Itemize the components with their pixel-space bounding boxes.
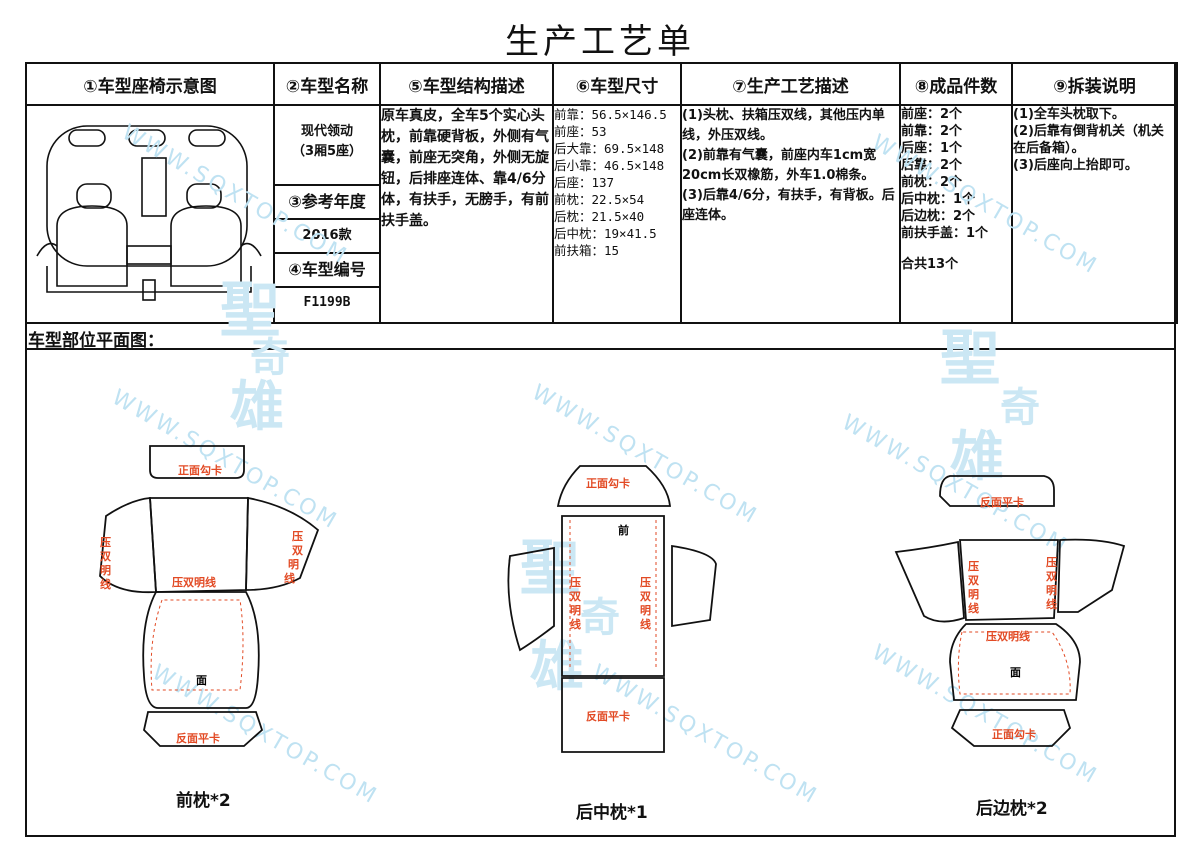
header-quantity: ⑧成品件数	[899, 62, 1013, 106]
seat-diagram-cell	[25, 104, 275, 324]
front-side-label-left: 压	[100, 535, 111, 549]
vehicle-info-cell: 现代领动 （3厢5座） ③参考年度 2016款 ④车型编号 F1199B	[273, 104, 381, 324]
size-item: 后枕：21.5×40	[554, 209, 645, 224]
side-pillow-pattern	[894, 475, 1126, 747]
section-label: 车型部位平面图：	[28, 331, 164, 351]
side-side-label-right: 压	[1046, 555, 1057, 569]
process-description: (1)头枕、扶箱压双线，其他压内单线，外压双线。 (2)前靠有气囊，前座内车1c…	[680, 104, 901, 324]
size-item: 前扶箱：15	[554, 243, 620, 258]
middle-bottom-label: 反面平卡	[586, 709, 630, 723]
quantity-item: 后靠：2个	[901, 158, 963, 173]
side-bottom-label: 正面勾卡	[992, 727, 1036, 741]
header-process: ⑦生产工艺描述	[680, 62, 901, 106]
middle-side-label-left: 压	[570, 575, 581, 589]
front-pillow-caption: 前枕*2	[176, 791, 231, 811]
side-side-label-right: 明	[1046, 584, 1057, 597]
header-structure: ⑤车型结构描述	[379, 62, 554, 106]
side-side-label-right: 线	[1046, 597, 1057, 611]
front-side-label-right: 线	[284, 571, 295, 585]
process-step: (1)头枕、扶箱压双线，其他压内单线，外压双线。	[682, 108, 885, 143]
middle-side-label-left: 明	[570, 604, 581, 617]
ref-year-label: ③参考年度	[275, 186, 379, 220]
front-side-label-left: 明	[100, 564, 111, 577]
process-step: (2)前靠有气囊，前座内车1cm宽20cm长双橡筋，外车1.0棉条。	[682, 148, 877, 183]
middle-side-label-right: 双	[640, 590, 651, 603]
vehicle-code: F1199B	[303, 295, 351, 310]
logo-watermark: 雄	[530, 634, 584, 698]
quantity-item: 前枕：2个	[901, 175, 963, 190]
front-side-label-right: 压	[292, 529, 303, 543]
side-side-label-left: 线	[968, 601, 979, 615]
middle-top-label: 正面勾卡	[586, 476, 630, 490]
side-face-label: 面	[1010, 666, 1021, 679]
front-side-label-left: 线	[100, 577, 111, 591]
middle-side-label-left: 双	[570, 590, 581, 603]
logo-watermark: 雄	[950, 424, 1004, 488]
quantity-item: 前扶手盖：1个	[901, 226, 989, 241]
ref-year: 2016款	[275, 220, 379, 254]
quantity-total: 合共13个	[901, 257, 959, 272]
side-center-label: 压双明线	[986, 629, 1030, 643]
side-side-label-right: 双	[1046, 570, 1057, 583]
instruction-item: (3)后座向上抬即可。	[1013, 158, 1138, 173]
instruction-list: (1)全车头枕取下。 (2)后靠有倒背机关（机关在后备箱）。 (3)后座向上抬即…	[1011, 104, 1178, 324]
front-face-label: 面	[196, 674, 207, 687]
header-name: ②车型名称	[273, 62, 381, 106]
middle-side-label-right: 线	[640, 617, 651, 631]
side-top-label: 反面平卡	[980, 495, 1024, 509]
middle-front-label: 前	[618, 523, 629, 537]
size-item: 后中枕：19×41.5	[554, 226, 657, 241]
instruction-item: (2)后靠有倒背机关（机关在后备箱）。	[1013, 124, 1164, 156]
vehicle-name: 现代领动	[300, 124, 353, 139]
middle-side-label-left: 线	[570, 617, 581, 631]
info-table: ①车型座椅示意图 ②车型名称 ⑤车型结构描述 ⑥车型尺寸 ⑦生产工艺描述 ⑧成品…	[25, 62, 1178, 324]
process-step: (3)后靠4/6分，有扶手，有背板。后座连体。	[682, 188, 895, 223]
front-side-label-right: 双	[292, 544, 303, 557]
code-label: ④车型编号	[275, 254, 379, 288]
size-item: 前枕：22.5×54	[554, 192, 645, 207]
size-item: 前座：53	[554, 124, 607, 139]
quantity-item: 后边枕：2个	[901, 209, 976, 224]
middle-pillow-pattern	[507, 465, 717, 753]
front-top-label: 正面勾卡	[178, 463, 222, 477]
size-item: 后大靠：69.5×148	[554, 141, 665, 156]
front-center-label: 压双明线	[172, 575, 216, 589]
logo-watermark: 雄	[230, 374, 284, 438]
quantity-item: 前座：2个	[901, 107, 963, 122]
size-list: 前靠：56.5×146.5 前座：53 后大靠：69.5×148 后小靠：46.…	[552, 104, 682, 324]
quantity-item: 后座：1个	[901, 141, 963, 156]
quantity-item: 后中枕：1个	[901, 192, 976, 207]
vehicle-seats: （3厢5座）	[291, 144, 363, 159]
logo-watermark: 奇	[250, 334, 290, 381]
page-title: 生产工艺单	[505, 22, 695, 62]
size-item: 后座：137	[554, 175, 615, 190]
front-bottom-label: 反面平卡	[176, 731, 220, 745]
instruction-item: (1)全车头枕取下。	[1013, 107, 1125, 122]
front-side-label-left: 双	[100, 550, 111, 563]
size-item: 后小靠：46.5×148	[554, 158, 665, 173]
logo-watermark: 奇	[580, 594, 620, 641]
seat-diagram	[36, 125, 262, 301]
quantity-list: 前座：2个 前靠：2个 后座：1个 后靠：2个 前枕：2个 后中枕：1个 后边枕…	[899, 104, 1013, 324]
header-diagram: ①车型座椅示意图	[25, 62, 275, 106]
header-size: ⑥车型尺寸	[552, 62, 682, 106]
front-pillow-pattern	[99, 445, 320, 747]
side-side-label-left: 压	[968, 559, 979, 573]
logo-watermark: 聖	[940, 324, 1000, 394]
side-side-label-left: 明	[968, 588, 979, 601]
side-pillow-caption: 后边枕*2	[976, 799, 1048, 819]
size-item: 前靠：56.5×146.5	[554, 107, 667, 122]
header-instructions: ⑨拆装说明	[1011, 62, 1178, 106]
middle-side-label-right: 明	[640, 604, 651, 617]
front-side-label-right: 明	[288, 558, 299, 571]
middle-side-label-right: 压	[640, 575, 651, 589]
middle-pillow-caption: 后中枕*1	[576, 803, 648, 823]
logo-watermark: 奇	[1000, 384, 1040, 431]
section-divider	[25, 348, 1176, 350]
structure-description: 原车真皮，全车5个实心头枕，前靠硬背板，外侧有气囊，前座无突角，外侧无旋钮，后排…	[379, 104, 554, 324]
logo-watermark: 聖	[220, 276, 280, 346]
quantity-item: 前靠：2个	[901, 124, 963, 139]
side-side-label-left: 双	[968, 574, 979, 587]
